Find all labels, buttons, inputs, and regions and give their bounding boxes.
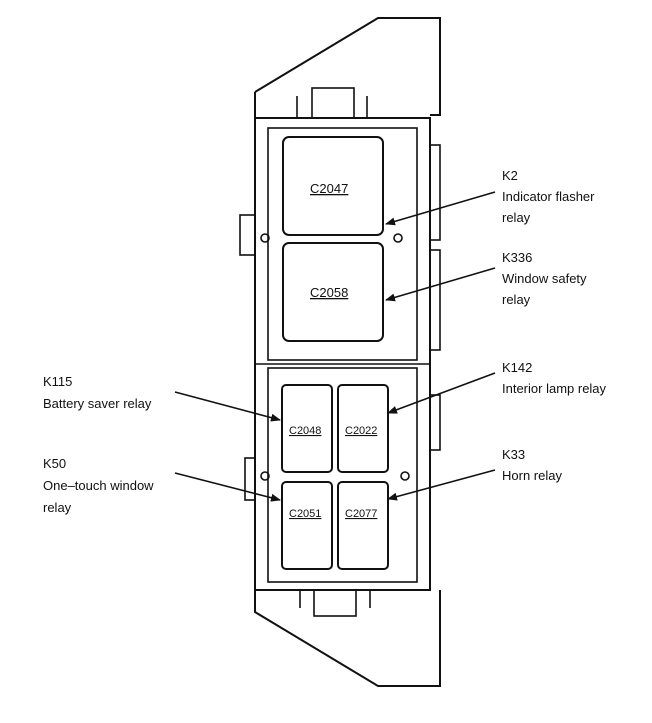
connector-c2051: C2051 <box>289 508 321 520</box>
top-bracket <box>254 17 441 119</box>
arrow-k142 <box>387 372 496 414</box>
bottom-bracket <box>254 589 441 687</box>
callout-k50: K50 One–touch window relay <box>43 456 154 515</box>
arrow-k115 <box>174 391 281 422</box>
svg-text:Interior lamp relay: Interior lamp relay <box>502 381 607 396</box>
svg-text:K115: K115 <box>43 374 72 389</box>
relay-k115: C2048 <box>281 384 333 473</box>
svg-text:Window safety: Window safety <box>502 271 587 286</box>
svg-text:K336: K336 <box>502 250 532 265</box>
arrow-k2 <box>385 191 496 226</box>
arrow-k336 <box>385 267 496 302</box>
svg-text:Indicator flasher: Indicator flasher <box>502 189 595 204</box>
callout-k115: K115 Battery saver relay <box>43 374 152 411</box>
connector-c2077: C2077 <box>345 508 377 520</box>
svg-text:relay: relay <box>43 500 72 515</box>
svg-text:K50: K50 <box>43 456 66 471</box>
connector-c2022: C2022 <box>345 425 377 437</box>
relay-k2: C2047 <box>282 136 384 236</box>
relay-k50: C2051 <box>281 481 333 570</box>
svg-text:K142: K142 <box>502 360 532 375</box>
svg-text:relay: relay <box>502 210 531 225</box>
callout-k2: K2 Indicator flasher relay <box>502 168 595 225</box>
callout-k336: K336 Window safety relay <box>502 250 587 307</box>
relay-k33: C2077 <box>337 481 389 570</box>
svg-text:K2: K2 <box>502 168 518 183</box>
connector-c2048: C2048 <box>289 425 321 437</box>
arrow-k33 <box>387 469 496 501</box>
callout-k142: K142 Interior lamp relay <box>502 360 607 396</box>
svg-text:relay: relay <box>502 292 531 307</box>
svg-text:K33: K33 <box>502 447 525 462</box>
connector-c2058: C2058 <box>310 285 348 300</box>
relay-k336: C2058 <box>282 242 384 342</box>
arrow-k50 <box>174 472 281 502</box>
svg-text:One–touch window: One–touch window <box>43 478 154 493</box>
svg-text:Horn relay: Horn relay <box>502 468 562 483</box>
svg-text:Battery saver relay: Battery saver relay <box>43 396 152 411</box>
callout-k33: K33 Horn relay <box>502 447 562 483</box>
connector-c2047: C2047 <box>310 181 348 196</box>
relay-k142: C2022 <box>337 384 389 473</box>
